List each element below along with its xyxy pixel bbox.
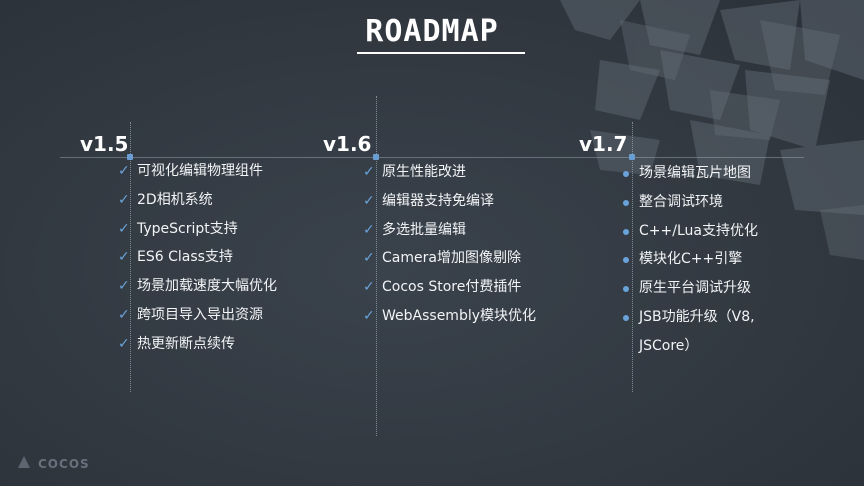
timeline-dot-v1-6	[373, 154, 379, 160]
version-label-v1-7: v1.7	[579, 132, 628, 156]
item-label: 原生性能改进	[382, 164, 466, 180]
page-title: ROADMAP	[365, 14, 499, 49]
list-item: 模块化C++引擎	[623, 245, 758, 274]
check-icon: ✓	[363, 164, 375, 180]
item-label: 热更新断点续传	[137, 335, 235, 352]
check-icon: ✓	[118, 278, 130, 295]
item-label: 2D相机系统	[137, 191, 213, 208]
check-icon: ✓	[363, 307, 375, 324]
item-label: 原生平台调试升级	[639, 280, 751, 297]
check-icon: ✓	[118, 249, 130, 266]
item-label: TypeScript支持	[137, 220, 238, 237]
list-item: ✓ 场景加载速度大幅优化	[118, 272, 277, 301]
bullet-icon	[623, 286, 629, 293]
logo: COCOS	[38, 457, 90, 471]
check-icon: ✓	[118, 306, 130, 323]
list-item: ✓ Cocos Store付费插件	[363, 273, 536, 302]
list-item: ✓ 跨项目导入导出资源	[118, 301, 277, 330]
version-label-v1-6: v1.6	[323, 132, 372, 156]
item-label: C++/Lua支持优化	[639, 222, 758, 239]
column-divider-2	[376, 96, 377, 436]
list-item: 场景编辑瓦片地图	[623, 159, 758, 188]
item-label: 整合调试环境	[639, 193, 723, 210]
cocos-logo-icon	[18, 456, 30, 468]
bullet-icon	[623, 171, 629, 177]
list-item: ✓ ES6 Class支持	[118, 243, 277, 272]
column-divider-1	[130, 122, 131, 392]
title-underline	[357, 52, 525, 54]
item-label: Camera增加图像剔除	[382, 250, 521, 267]
timeline-dot-v1-7	[629, 154, 635, 160]
item-label: 场景编辑瓦片地图	[639, 165, 751, 181]
bullet-icon	[623, 199, 629, 206]
list-item: C++/Lua支持优化	[623, 217, 758, 246]
item-label: ES6 Class支持	[137, 249, 233, 266]
check-icon: ✓	[118, 220, 130, 237]
item-label: Cocos Store付费插件	[382, 279, 522, 296]
column-divider-3	[632, 122, 633, 392]
feature-list-v1-6: ✓原生性能改进 ✓编辑器支持免编译 ✓多选批量编辑 ✓Camera增加图像剔除 …	[363, 158, 536, 331]
item-label: 可视化编辑物理组件	[137, 163, 263, 179]
check-icon: ✓	[363, 192, 375, 209]
timeline-dot-v1-5	[127, 154, 133, 160]
check-icon: ✓	[118, 191, 130, 208]
bullet-icon	[623, 228, 629, 235]
item-label: JSB功能升级（V8,	[639, 308, 755, 325]
feature-list-v1-5: ✓ 可视化编辑物理组件 ✓ 2D相机系统 ✓ TypeScript支持 ✓ ES6 Cl…	[118, 157, 277, 359]
check-icon: ✓	[363, 221, 375, 238]
list-item: ✓ WebAssembly模块优化	[363, 302, 536, 331]
list-item-continuation: JSCore）	[639, 332, 758, 361]
list-item: 整合调试环境	[623, 188, 758, 217]
list-item: ✓ 编辑器支持免编译	[363, 187, 536, 216]
check-icon: ✓	[363, 250, 375, 267]
list-item: ✓ 原生性能改进	[363, 158, 536, 187]
list-item: ✓ TypeScript支持	[118, 215, 277, 244]
list-item: ✓ 多选批量编辑	[363, 216, 536, 245]
item-label: 多选批量编辑	[382, 221, 466, 238]
list-item: ✓ 热更新断点续传	[118, 330, 277, 359]
item-label: 模块化C++引擎	[639, 251, 743, 268]
check-icon: ✓	[363, 279, 375, 296]
list-item: JSB功能升级（V8,	[623, 303, 758, 332]
feature-list-v1-7: 场景编辑瓦片地图 整合调试环境 C++/Lua支持优化 模块化C++引擎 原生平…	[623, 159, 758, 361]
list-item: ✓ Camera增加图像剔除	[363, 244, 536, 273]
list-item: ✓ 2D相机系统	[118, 186, 277, 215]
list-item: 原生平台调试升级	[623, 274, 758, 303]
item-label: 跨项目导入导出资源	[137, 306, 263, 323]
version-label-v1-5: v1.5	[80, 132, 129, 156]
item-label: JSCore）	[639, 337, 699, 354]
timeline-line	[60, 157, 804, 158]
item-label: 场景加载速度大幅优化	[137, 278, 277, 295]
check-icon: ✓	[118, 163, 130, 179]
check-icon: ✓	[118, 335, 130, 352]
bullet-icon	[623, 257, 629, 264]
item-label: WebAssembly模块优化	[382, 307, 536, 324]
item-label: 编辑器支持免编译	[382, 192, 494, 209]
list-item: ✓ 可视化编辑物理组件	[118, 157, 277, 186]
bullet-icon	[623, 314, 629, 321]
